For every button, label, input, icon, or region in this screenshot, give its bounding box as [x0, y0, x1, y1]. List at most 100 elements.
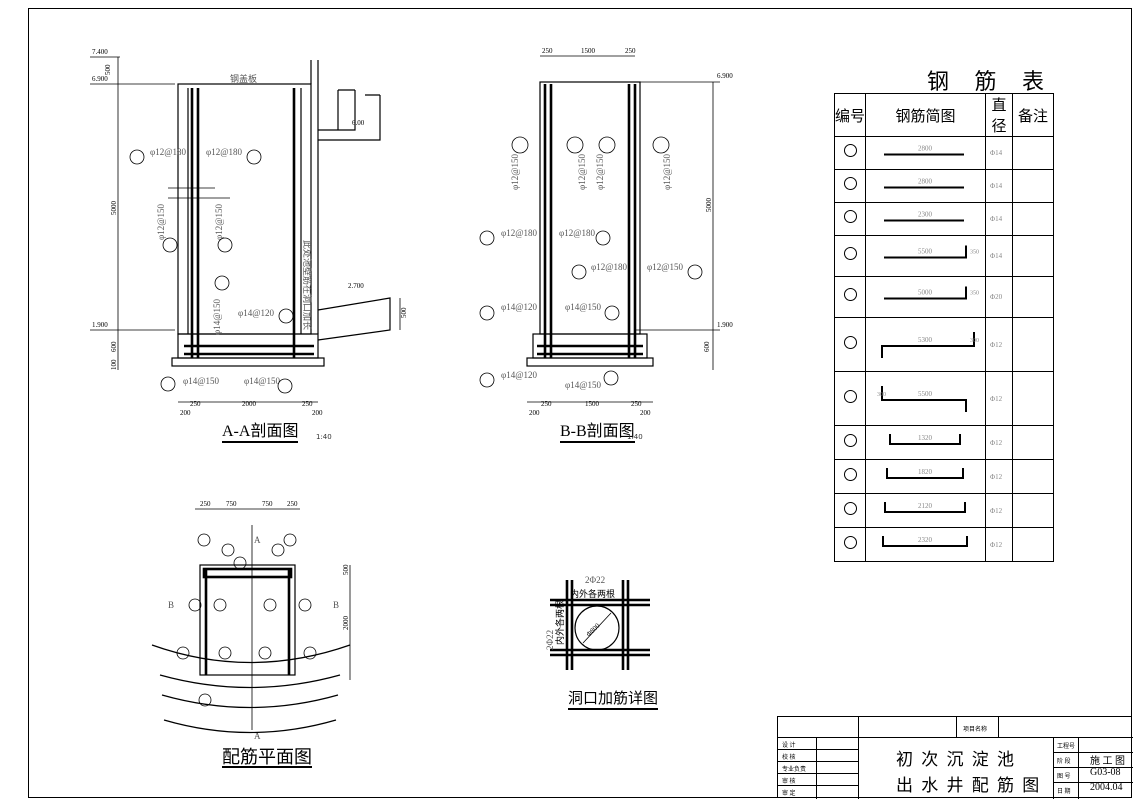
rebar-shape: 2300 [884, 211, 964, 222]
bb-rebar-5: φ12@150 [647, 262, 683, 272]
bb-elev-bottom: 1.900 [717, 321, 733, 329]
rebar-shape: 2120 [884, 502, 966, 513]
rebar-hook-length: 300 [970, 338, 979, 344]
rebar-hook-length: 350 [970, 250, 979, 256]
tb-left-label: 专业负责 [782, 767, 807, 773]
bb-dim-250d: 250 [631, 400, 642, 408]
rebar-shape-path [881, 386, 967, 412]
plan-sec-b-left: B [168, 600, 174, 610]
bb-dim-200b: 200 [640, 409, 651, 417]
tb-title-2: 出 水 井 配 筋 图 [896, 776, 1042, 795]
rebar-number-circle [843, 467, 857, 481]
bb-rebar-1: φ12@150 [510, 154, 520, 190]
bb-dim-600: 600 [703, 341, 711, 352]
bb-rebar-callouts: φ12@150 φ12@150 φ12@150 φ12@150 φ12@180 … [479, 136, 703, 390]
detail-label-2: 内外各两根 [554, 600, 565, 645]
rebar-number-cell [834, 371, 866, 426]
rebar-row: 2300 Φ14 [834, 202, 1054, 236]
rebar-shape-cell: 5500 350 [865, 235, 986, 277]
rebar-shape-path [881, 332, 975, 358]
plan-sec-a-top: A [254, 535, 261, 545]
bb-dim-1500: 1500 [581, 47, 596, 55]
tb-right-value: 施 工 图 [1090, 756, 1125, 767]
tb-left-label: 审 核 [782, 779, 796, 785]
rebar-length: 5500 [918, 248, 933, 256]
rebar-shape-cell: 2800 [865, 136, 986, 170]
aa-note: 此处池壁筋在洞口加长 [302, 240, 313, 330]
rebar-shape-cell: 2320 [865, 527, 986, 562]
rebar-shape-cell: 2300 [865, 202, 986, 236]
rebar-number-cell [834, 276, 866, 318]
rebar-number-circle [843, 247, 857, 260]
tb-right-label: 工程号 [1057, 744, 1076, 750]
rebar-shape-cell: 2120 [865, 493, 986, 528]
bb-dim-200a: 200 [529, 409, 540, 417]
bb-dim-250a: 250 [542, 47, 553, 55]
rebar-shape: 2800 [884, 145, 964, 156]
rebar-table-title: 钢 筋 表 [927, 69, 1055, 94]
col-diameter: 直径 [985, 93, 1013, 137]
rebar-diameter: Φ12 [985, 317, 1013, 372]
rebar-diameter: Φ12 [985, 459, 1013, 494]
rebar-shape: 1820 [886, 468, 964, 479]
aa-elevation-marks: 7.400 6.900 1.900 500 5000 600 100 [90, 48, 175, 370]
aa-view-title: A-A剖面图 [222, 423, 299, 443]
tb-left-label: 校 核 [782, 755, 796, 761]
bb-dim-5000: 5000 [705, 198, 713, 213]
tb-title-1: 初 次 沉 淀 池 [896, 750, 1016, 769]
rebar-shape-path [884, 245, 967, 259]
rebar-shape: 5500 350 [884, 245, 979, 259]
rebar-shape-path [889, 434, 961, 445]
rebar-shape-path [882, 536, 968, 547]
tb-right-label: 阶 段 [1057, 759, 1071, 765]
rebar-table-header: 编号 钢筋简图 直径 备注 [834, 93, 1054, 137]
rebar-remark [1012, 527, 1054, 562]
rebar-shape-cell: 1820 [865, 459, 986, 494]
rebar-row: 1820 Φ12 [834, 459, 1054, 494]
tb-right-value: G03-08 [1090, 767, 1121, 778]
tb-right-label: 图 号 [1057, 774, 1071, 780]
bb-rebar-2: φ12@180 [501, 228, 537, 238]
col-remark: 备注 [1012, 93, 1054, 137]
bb-section-drawing: 250 1500 250 6.900 5000 1.900 600 φ12@15… [479, 47, 733, 417]
aa-dim-2000: 2000 [242, 400, 257, 408]
rebar-number-circle [843, 535, 857, 549]
plan-view-title: 配筋平面图 [222, 748, 312, 768]
rebar-diameter: Φ14 [985, 202, 1013, 236]
bb-dim-250b: 250 [625, 47, 636, 55]
rebar-number-cell [834, 136, 866, 170]
aa-dim-d500: 500 [400, 307, 408, 318]
rebar-length: 1320 [918, 434, 933, 442]
tb-right-value: 2004.04 [1090, 782, 1123, 793]
col-number: 编号 [834, 93, 866, 137]
aa-elev-1: 6.900 [92, 75, 108, 83]
rebar-remark [1012, 136, 1054, 170]
rebar-number-circle [843, 210, 857, 223]
rebar-remark [1012, 276, 1054, 318]
bb-rebar-4: φ12@180 [591, 262, 627, 272]
rebar-number-circle [843, 389, 857, 403]
aa-rebar-8: φ14@150 [244, 376, 280, 386]
aa-rebar-callouts: φ12@180 φ12@180 φ12@150 φ12@150 φ14@150 … [129, 147, 294, 394]
plan-dim-750b: 750 [262, 500, 273, 508]
bb-scale: 1:40 [627, 433, 643, 441]
aa-rebar-5: φ14@150 [212, 299, 222, 335]
rebar-hook-length: 300 [877, 392, 886, 398]
aa-rebar-7: φ14@150 [183, 376, 219, 386]
rebar-number-circle [843, 144, 857, 157]
rebar-diameter: Φ12 [985, 493, 1013, 528]
rebar-shape-cell: 2800 [865, 169, 986, 203]
rebar-remark [1012, 169, 1054, 203]
rebar-shape-path [884, 502, 966, 513]
bb-rebar-1b: φ12@150 [577, 154, 587, 190]
